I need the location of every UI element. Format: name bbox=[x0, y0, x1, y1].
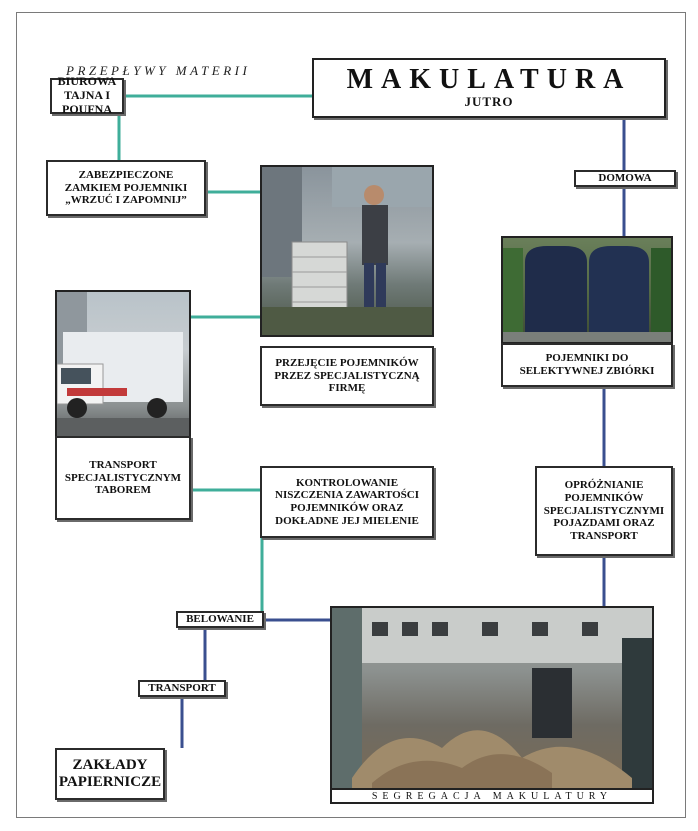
diagram-frame bbox=[16, 12, 686, 818]
diagram-heading: PRZEPŁYWY MATERII bbox=[66, 63, 251, 78]
node-transport-label: TRANSPORT bbox=[148, 682, 216, 695]
node-zaklady: ZAKŁADY PAPIERNICZE bbox=[55, 748, 165, 800]
photo-segregation-hall bbox=[330, 606, 654, 790]
node-transport-taborem-label: TRANSPORT SPECJALISTYCZNYM TABOREM bbox=[64, 459, 182, 497]
photo-container-pickup-illustration bbox=[262, 167, 432, 335]
node-biurowa-label: BIUROWA TAJNA I POUFNA bbox=[57, 74, 117, 116]
caption-segregacja: SEGREGACJA MAKULATURY bbox=[330, 788, 654, 804]
node-przejecie: PRZEJĘCIE POJEMNIKÓW PRZEZ SPECJALISTYCZ… bbox=[260, 346, 434, 406]
node-domowa: DOMOWA bbox=[574, 170, 676, 187]
title-sub-text: JUTRO bbox=[464, 94, 514, 109]
node-oproznianie-label: OPRÓŻNIANIE POJEMNIKÓW SPECJALISTYCZNYMI… bbox=[543, 479, 665, 542]
node-kontrolowanie: KONTROLOWANIE NISZCZENIA ZAWARTOŚCI POJE… bbox=[260, 466, 434, 538]
node-belowanie: BELOWANIE bbox=[176, 611, 264, 628]
node-biurowa: BIUROWA TAJNA I POUFNA bbox=[50, 74, 124, 116]
photo-container-pickup bbox=[260, 165, 434, 337]
node-zabezpieczone: ZABEZPIECZONE ZAMKIEM POJEMNIKI „WRZUĆ I… bbox=[46, 160, 206, 216]
node-oproznianie: OPRÓŻNIANIE POJEMNIKÓW SPECJALISTYCZNYMI… bbox=[535, 466, 673, 556]
node-transport-taborem: TRANSPORT SPECJALISTYCZNYM TABOREM bbox=[55, 436, 191, 520]
photo-truck-illustration bbox=[57, 292, 189, 436]
node-zabezpieczone-label: ZABEZPIECZONE ZAMKIEM POJEMNIKI „WRZUĆ I… bbox=[64, 169, 188, 207]
title-makulatura: MAKULATURA JUTRO bbox=[312, 58, 666, 118]
photo-selective-bins bbox=[501, 236, 673, 344]
photo-truck bbox=[55, 290, 191, 438]
node-przejecie-label: PRZEJĘCIE POJEMNIKÓW PRZEZ SPECJALISTYCZ… bbox=[274, 357, 420, 395]
node-pojemniki-selektywne: POJEMNIKI DO SELEKTYWNEJ ZBIÓRKI bbox=[501, 343, 673, 387]
node-pojemniki-selektywne-label: POJEMNIKI DO SELEKTYWNEJ ZBIÓRKI bbox=[519, 352, 655, 377]
node-transport: TRANSPORT bbox=[138, 680, 226, 697]
node-zaklady-label: ZAKŁADY PAPIERNICZE bbox=[58, 756, 162, 790]
photo-segregation-hall-illustration bbox=[332, 608, 652, 788]
node-domowa-label: DOMOWA bbox=[598, 172, 652, 185]
photo-selective-bins-illustration bbox=[503, 246, 671, 342]
node-belowanie-label: BELOWANIE bbox=[186, 613, 254, 626]
title-main-text: MAKULATURA bbox=[346, 64, 632, 95]
node-kontrolowanie-label: KONTROLOWANIE NISZCZENIA ZAWARTOŚCI POJE… bbox=[275, 476, 419, 527]
